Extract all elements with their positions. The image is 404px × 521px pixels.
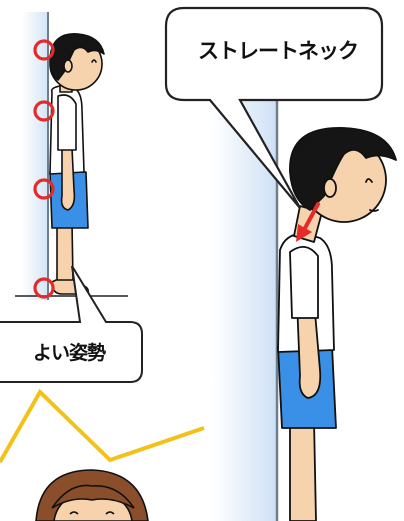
straight-neck-boy <box>277 127 397 521</box>
straight-neck-label: ストレートネック <box>198 39 359 63</box>
good-posture-label: よい姿勢 <box>32 342 106 364</box>
boy-hair <box>49 33 105 81</box>
girl-eye-left <box>69 511 79 515</box>
good-posture-bubble <box>0 265 143 383</box>
yellow-zigzag-line <box>0 388 205 463</box>
boy-legs <box>56 221 74 283</box>
posture-check-markers <box>33 39 55 299</box>
good-posture-boy <box>49 33 105 295</box>
girl-bangs <box>51 484 135 509</box>
boy2-ear <box>323 178 337 198</box>
good-posture-bubble-shape <box>0 265 143 383</box>
red-arrow-icon <box>296 202 320 242</box>
boy2-mouth <box>369 209 379 212</box>
girl-eye-right <box>105 511 115 515</box>
boy2-sleeve <box>289 246 319 319</box>
red-circle-marker-head <box>33 39 55 61</box>
boy2-legs <box>289 419 317 521</box>
girl-character <box>35 469 149 521</box>
red-circle-marker-shoulder <box>33 100 55 122</box>
boy2-hair <box>289 127 397 211</box>
boy-ear <box>63 59 73 73</box>
red-circle-marker-hip <box>33 178 55 200</box>
straight-neck-panel <box>212 100 397 521</box>
straight-neck-bubble <box>164 6 384 209</box>
boy-sleeve <box>57 94 77 151</box>
straight-neck-bubble-shape <box>164 6 384 209</box>
boy2-eye <box>365 178 373 183</box>
right-wall <box>212 100 276 521</box>
boy-eye <box>91 59 97 63</box>
red-circle-marker-heel <box>33 277 55 299</box>
good-posture-panel <box>15 12 128 300</box>
